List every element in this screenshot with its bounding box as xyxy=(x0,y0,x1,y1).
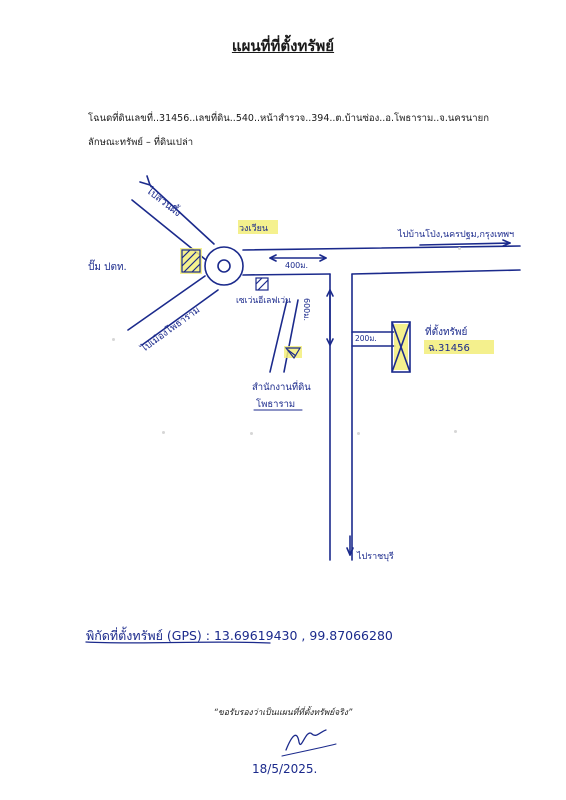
label-roundabout: วงเวียน xyxy=(239,224,269,234)
deed-info-line: โฉนดที่ดินเลขที่..31456..เลขที่ดิน..540.… xyxy=(88,113,489,124)
label-400m: 400ม. xyxy=(285,261,309,270)
property-type-line: ลักษณะทรัพย์ – ที่ดินเปล่า xyxy=(88,137,194,148)
signature-date: 18/5/2025. xyxy=(252,762,318,776)
label-deed-no: ฉ.31456 xyxy=(428,343,470,354)
label-200m: 200ม. xyxy=(355,334,377,343)
label-to-ratchaburi: ไปราชบุรี xyxy=(357,552,394,562)
hatched-building-icon xyxy=(181,249,201,273)
label-ptt-station: ปั๊ม ปตท. xyxy=(88,262,127,273)
page-title: แผนที่ที่ตั้งทรัพย์ xyxy=(231,37,335,55)
label-to-ban-pong: ไปบ้านโป่ง,นครปฐม,กรุงเทพฯ xyxy=(398,230,515,240)
label-seven-eleven: เซเว่นอีเลฟเว่น xyxy=(236,296,291,306)
label-land-office: สำนักงานที่ดิน xyxy=(252,382,311,393)
signature-icon xyxy=(285,729,327,751)
label-property: ที่ตั้งทรัพย์ xyxy=(425,327,468,338)
label-gps: พิกัดที่ตั้งทรัพย์ (GPS) : 13.69619430 ,… xyxy=(86,628,393,643)
property-x-box-icon xyxy=(391,321,411,373)
label-land-office-2: โพธาราม xyxy=(256,399,296,410)
certify-text: “ขอรับรองว่าเป็นแผนที่ที่ตั้งทรัพย์จริง” xyxy=(213,708,353,718)
label-600m: 600ม. xyxy=(302,298,311,322)
